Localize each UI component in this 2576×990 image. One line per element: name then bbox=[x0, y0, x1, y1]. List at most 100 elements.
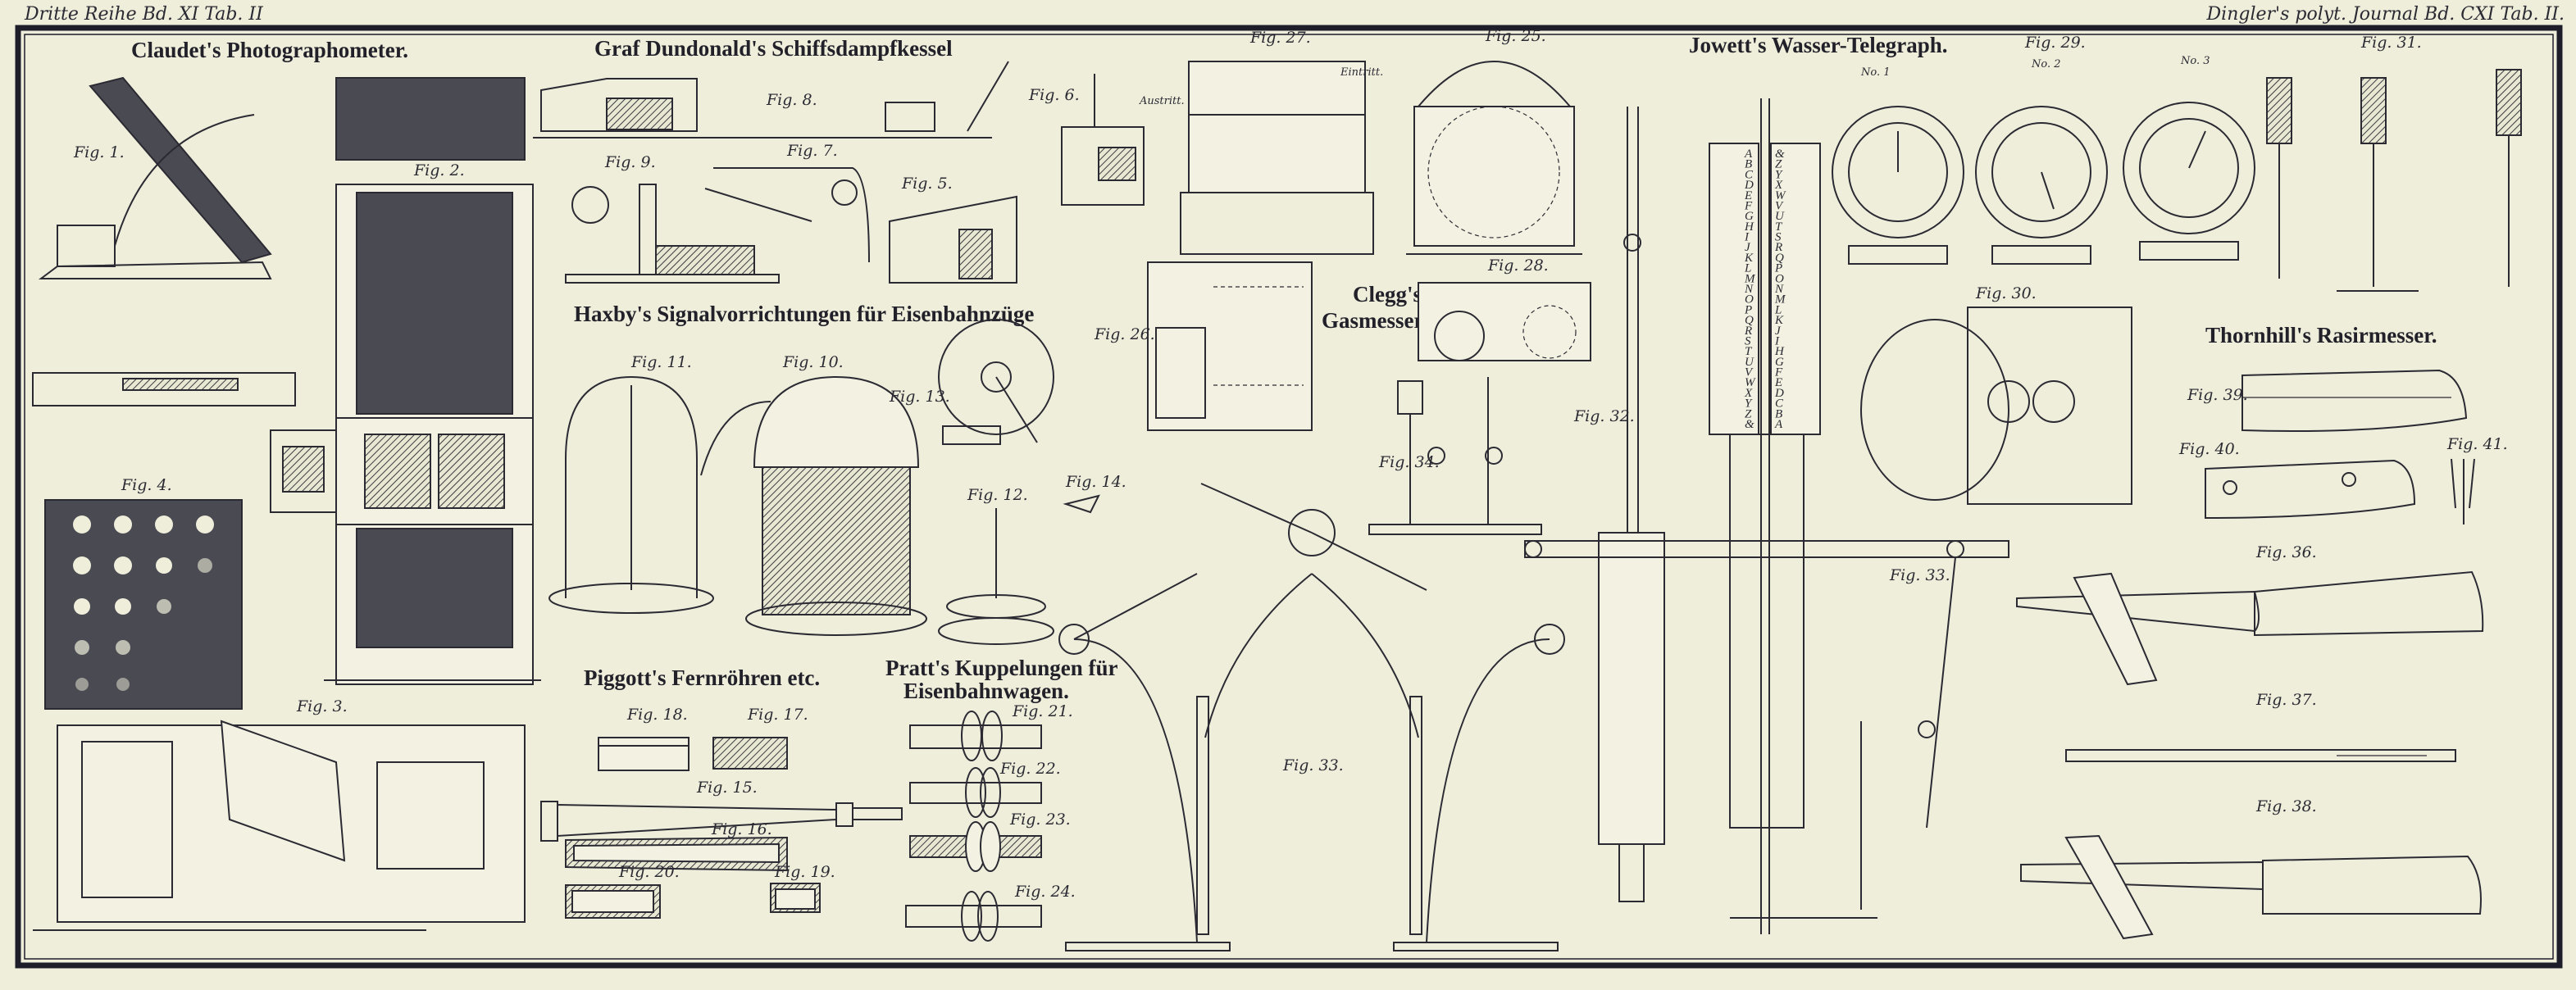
telegraph-letter: Q bbox=[1745, 314, 1754, 327]
plate-border bbox=[15, 25, 2563, 969]
fig34-pipe-drawing bbox=[1368, 377, 1542, 535]
fig-32-label: Fig. 32. bbox=[1573, 407, 1635, 425]
telegraph-letter: T bbox=[1775, 220, 1783, 234]
fig23-coupling-drawing bbox=[909, 821, 1042, 872]
telegraph-letter: B bbox=[1775, 407, 1782, 420]
fig20-box-drawing bbox=[565, 884, 661, 919]
fig-24-label: Fig. 24. bbox=[1014, 883, 1076, 901]
telegraph-letter: Y bbox=[1775, 168, 1783, 181]
fig-33-large-label: Fig. 33. bbox=[1282, 756, 1344, 774]
fig9-signal-drawing bbox=[565, 184, 780, 284]
telegraph-column-drawing bbox=[1709, 98, 1877, 934]
telegraph-letter: S bbox=[1775, 231, 1782, 244]
fig-3-label: Fig. 3. bbox=[296, 697, 348, 715]
fig-18-label: Fig. 18. bbox=[626, 706, 688, 724]
fig6-boiler-detail-drawing bbox=[1061, 74, 1145, 206]
fig10-dome-drawing bbox=[700, 375, 927, 636]
fig-7-label: Fig. 7. bbox=[786, 142, 838, 160]
fig-14-label: Fig. 14. bbox=[1065, 473, 1126, 491]
telegraph-letter: J bbox=[1745, 241, 1751, 254]
title-haxby: Haxby's Signalvorrichtungen für Eisenbah… bbox=[574, 302, 1034, 326]
fig21-coupling-drawing bbox=[909, 711, 1042, 761]
photographometer-slide-drawing bbox=[32, 372, 296, 406]
photographometer-panel-drawing bbox=[270, 429, 337, 513]
fig-5-label: Fig. 5. bbox=[901, 175, 953, 193]
fig-30-label: Fig. 30. bbox=[1975, 284, 2037, 302]
fig-22-label: Fig. 22. bbox=[999, 760, 1061, 778]
fig-12-label: Fig. 12. bbox=[967, 486, 1028, 504]
fig26-gasmeter-plan-drawing bbox=[1147, 261, 1313, 431]
dial-label-no2: No. 2 bbox=[2031, 58, 2061, 70]
fig-39-label: Fig. 39. bbox=[2187, 386, 2248, 404]
fig-34-label: Fig. 34. bbox=[1378, 453, 1440, 471]
telegraph-letter: M bbox=[1744, 272, 1756, 285]
fig-21-label: Fig. 21. bbox=[1012, 702, 1073, 720]
telegraph-letter: X bbox=[1774, 179, 1783, 192]
telegraph-letter: C bbox=[1775, 397, 1784, 411]
telegraph-letter: F bbox=[1774, 366, 1783, 379]
fig33-machine-frame-drawing bbox=[1058, 483, 1565, 951]
fig-20-label: Fig. 20. bbox=[618, 863, 680, 881]
telegraph-letter: R bbox=[1744, 325, 1752, 338]
fig-25-label: Fig. 25. bbox=[1485, 27, 1546, 45]
telegraph-letter: E bbox=[1744, 189, 1752, 202]
fig14-clip-drawing bbox=[1063, 494, 1100, 514]
telegraph-letter: P bbox=[1744, 303, 1752, 316]
telegraph-letter: H bbox=[1744, 220, 1755, 234]
telegraph-letter: O bbox=[1745, 293, 1754, 307]
telegraph-letter: V bbox=[1775, 199, 1784, 212]
fig-33-small-label: Fig. 33. bbox=[1889, 566, 1950, 584]
fig1-photographometer-drawing bbox=[39, 76, 272, 279]
telegraph-letter: D bbox=[1744, 179, 1754, 192]
fig40-razor-drawing bbox=[2205, 459, 2416, 520]
fig-6-label: Fig. 6. bbox=[1028, 86, 1080, 104]
telegraph-letter: I bbox=[1744, 231, 1750, 244]
fig29-dial-no3 bbox=[2123, 102, 2255, 261]
title-thornhill: Thornhill's Rasirmesser. bbox=[2205, 323, 2437, 347]
fig-29-label: Fig. 29. bbox=[2024, 34, 2086, 52]
fig-23-label: Fig. 23. bbox=[1009, 811, 1071, 829]
fig39-razor-drawing bbox=[2241, 369, 2468, 432]
fig27-gasmeter-drawing: Eintritt. Austritt. bbox=[1139, 61, 1383, 255]
telegraph-letter: N bbox=[1744, 283, 1754, 296]
fig-1-label: Fig. 1. bbox=[73, 143, 125, 161]
telegraph-letter: R bbox=[1774, 241, 1782, 254]
telegraph-letter: Q bbox=[1775, 252, 1784, 265]
fig29-dial-no1 bbox=[1832, 106, 1964, 265]
dial-label-no1: No. 1 bbox=[1860, 66, 1891, 79]
fig7-signal-cord-drawing bbox=[704, 167, 870, 263]
telegraph-letter: B bbox=[1745, 158, 1752, 171]
title-claudet: Claudet's Photographometer. bbox=[131, 38, 408, 62]
fig4-perforated-plate-drawing bbox=[44, 499, 243, 710]
fig-27-label: Fig. 27. bbox=[1249, 29, 1311, 47]
telegraph-letter: U bbox=[1775, 210, 1785, 223]
telegraph-letter: & bbox=[1775, 148, 1785, 161]
telegraph-letter: G bbox=[1775, 356, 1784, 369]
title-jowett: Jowett's Wasser-Telegraph. bbox=[1689, 33, 1947, 57]
title-clegg-2: Gasmesser. bbox=[1322, 308, 1427, 333]
telegraph-letter: G bbox=[1745, 210, 1754, 223]
fig-8-label: Fig. 8. bbox=[766, 91, 817, 109]
fig-11-label: Fig. 11. bbox=[630, 353, 692, 371]
fig31-rods-drawing bbox=[2266, 69, 2522, 292]
fig41-razor-edge-drawing bbox=[2451, 458, 2475, 525]
fig-19-label: Fig. 19. bbox=[774, 863, 835, 881]
telegraph-letter: T bbox=[1745, 345, 1753, 358]
fig32-tube-drawing bbox=[1598, 107, 1665, 902]
fig29-dial-no2 bbox=[1975, 106, 2108, 265]
telegraph-letter: H bbox=[1774, 345, 1785, 358]
telegraph-letter: I bbox=[1774, 334, 1780, 347]
fig30-gear-drawing bbox=[1860, 307, 2132, 505]
title-pratt-2: Eisenbahnwagen. bbox=[903, 679, 1069, 703]
telegraph-letter: L bbox=[1744, 262, 1751, 275]
telegraph-letter: U bbox=[1745, 356, 1755, 369]
lever-beam-drawing bbox=[1524, 540, 2009, 910]
fig-17-label: Fig. 17. bbox=[747, 706, 808, 724]
plate-inner-border bbox=[24, 34, 2554, 960]
fig-40-label: Fig. 40. bbox=[2178, 440, 2240, 458]
fig-31-label: Fig. 31. bbox=[2360, 34, 2422, 52]
fig38-razor-drawing bbox=[2020, 834, 2482, 940]
telegraph-letter: D bbox=[1774, 387, 1784, 400]
